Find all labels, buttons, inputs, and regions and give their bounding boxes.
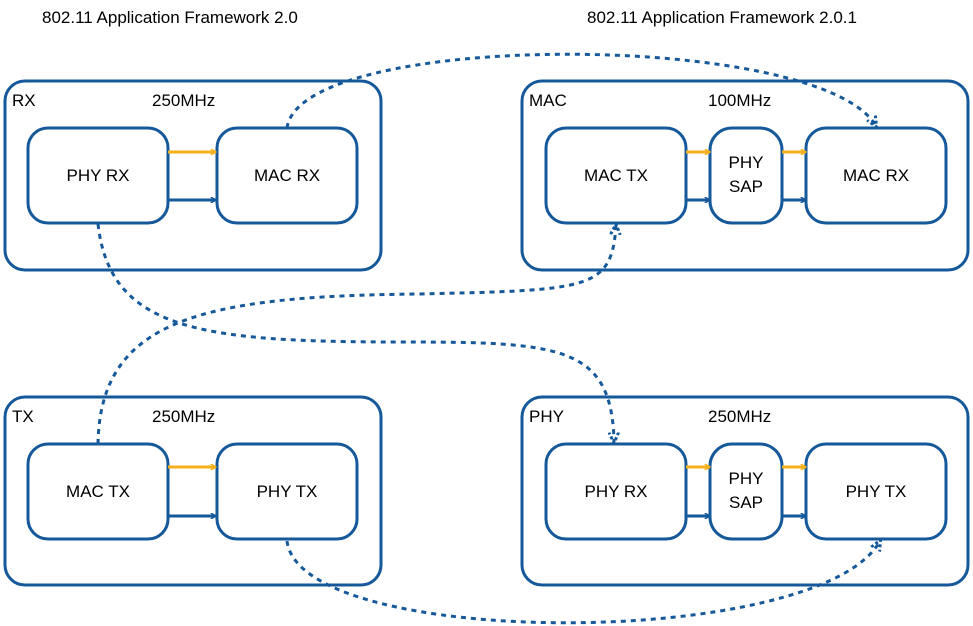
group-mac-clock: 100MHz [708, 91, 771, 110]
group-mac: MAC 100MHz MAC TX PHY SAP MAC RX [520, 79, 970, 272]
group-phy: PHY 250MHz PHY RX PHY SAP PHY TX [520, 395, 970, 587]
rx-phy-rx-block [26, 126, 170, 225]
dashed-link-rx-phyrx-to-phy-phyrx [96, 223, 614, 442]
group-rx: RX 250MHz PHY RX MAC RX [3, 79, 383, 272]
phy-phy-rx-label: PHY RX [585, 482, 648, 501]
title-framework-2-0: 802.11 Application Framework 2.0 [42, 8, 298, 27]
phy-phy-sap-line1: PHY [729, 469, 764, 488]
group-phy-clock: 250MHz [708, 407, 771, 426]
tx-phy-tx-label: PHY TX [257, 482, 318, 501]
mac-phy-sap-block [708, 126, 784, 225]
group-phy-label: PHY [529, 407, 564, 426]
dashed-link-tx-mactx-to-mac-mactx [96, 225, 616, 445]
group-tx: TX 250MHz MAC TX PHY TX [3, 395, 383, 587]
group-tx-label: TX [12, 407, 34, 426]
phy-phy-sap-line2: SAP [729, 493, 763, 512]
phy-phy-sap-block [708, 442, 784, 541]
tx-mac-tx-label: MAC TX [66, 482, 130, 501]
group-tx-clock: 250MHz [152, 407, 215, 426]
group-rx-clock: 250MHz [152, 91, 215, 110]
rx-mac-rx-label: MAC RX [254, 166, 320, 185]
group-rx-label: RX [12, 91, 36, 110]
mac-mac-tx-label: MAC TX [584, 166, 648, 185]
mac-phy-sap-line2: SAP [729, 177, 763, 196]
dashed-link-tx-phytx-to-phy-phytx [285, 541, 880, 625]
mac-phy-sap-line1: PHY [729, 153, 764, 172]
dashed-link-rx-macrx-to-mac-macrx [285, 52, 876, 128]
title-framework-2-0-1: 802.11 Application Framework 2.0.1 [587, 8, 857, 27]
tx-phy-tx-block [215, 442, 359, 541]
phy-phy-tx-label: PHY TX [846, 482, 907, 501]
mac-mac-rx-label: MAC RX [843, 166, 909, 185]
group-mac-label: MAC [529, 91, 567, 110]
rx-phy-rx-label: PHY RX [67, 166, 130, 185]
